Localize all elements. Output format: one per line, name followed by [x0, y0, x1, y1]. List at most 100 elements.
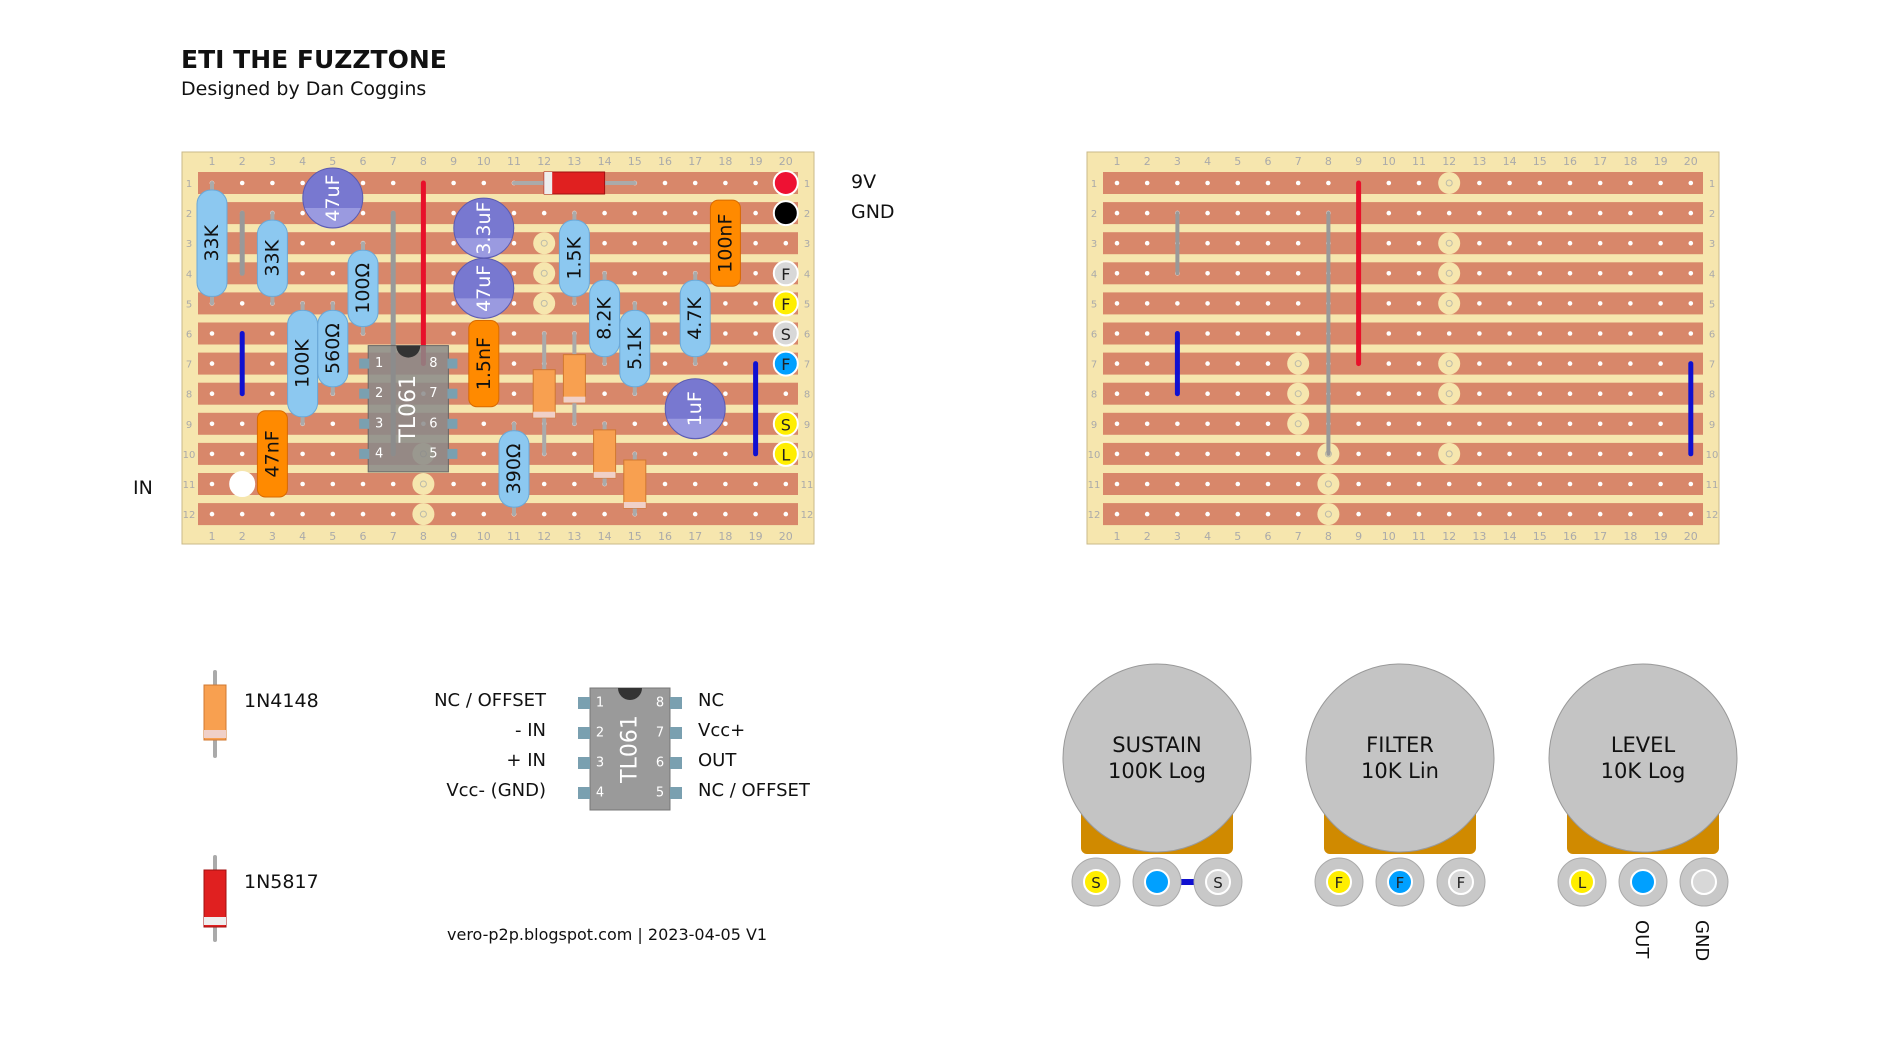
board-hole — [451, 331, 456, 336]
board-hole — [1628, 451, 1633, 457]
track-cut — [1438, 352, 1461, 375]
film-capacitor-body — [468, 320, 500, 408]
board-hole — [541, 511, 547, 517]
board-hole — [1597, 481, 1603, 487]
board-hole — [270, 180, 275, 186]
pot-lug-letter: F — [1335, 874, 1344, 892]
column-label-bottom: 5 — [329, 530, 336, 543]
track-cut — [1438, 172, 1461, 194]
column-label-top: 9 — [450, 155, 457, 168]
row-label-left: 11 — [183, 480, 196, 491]
board-hole — [1114, 481, 1120, 487]
legend-1n5817-body — [203, 869, 227, 928]
pot-lug-pad — [1387, 869, 1413, 895]
resistor-body — [558, 219, 590, 297]
pad-filter-ccw — [772, 260, 799, 287]
board-hole — [662, 210, 668, 216]
board-hole — [360, 210, 366, 216]
board-hole — [572, 451, 577, 457]
pot-lug-pad — [1691, 869, 1717, 895]
board-hole — [1416, 331, 1422, 336]
board-hole — [1477, 361, 1482, 366]
row-label-right: 4 — [1709, 269, 1715, 280]
board-hole — [451, 240, 456, 246]
track-cut — [533, 292, 556, 315]
board-hole — [330, 511, 336, 517]
board-hole — [1265, 210, 1271, 216]
electrolytic-capacitor-stripe — [304, 208, 361, 228]
pad-gnd — [772, 200, 799, 227]
board-hole — [1416, 511, 1422, 517]
copper-strip — [1103, 442, 1703, 465]
pot-lug-letter: F — [1396, 874, 1405, 892]
board-hole — [662, 511, 668, 517]
resistor-value: 560Ω — [322, 323, 344, 374]
board-hole — [1144, 391, 1150, 397]
resistor-value: 8.2K — [594, 297, 616, 340]
board-hole — [1507, 391, 1512, 397]
board-hole — [1537, 391, 1543, 397]
board-hole — [723, 361, 728, 366]
column-label-top: 15 — [1533, 155, 1547, 168]
board-hole — [783, 391, 789, 397]
board-hole — [1265, 301, 1271, 306]
pad-sustain-ccw-letter: S — [781, 325, 791, 344]
board-hole — [1386, 511, 1392, 517]
board-hole — [1235, 421, 1241, 427]
board-hole — [1567, 180, 1573, 186]
column-label-bottom: 11 — [507, 530, 521, 543]
board-hole — [1205, 240, 1210, 246]
track-cut-hole — [540, 299, 548, 307]
board-hole — [1628, 391, 1633, 397]
board-hole — [692, 481, 698, 487]
row-label-right: 5 — [804, 299, 810, 310]
board-hole — [511, 331, 517, 336]
board-hole — [753, 511, 758, 517]
column-label-bottom: 2 — [239, 530, 246, 543]
board-hole — [451, 511, 456, 517]
board-hole — [270, 331, 275, 336]
board-hole — [451, 301, 456, 306]
pot-value: 10K Log — [1601, 759, 1686, 783]
ic-pin-number: 3 — [596, 756, 604, 771]
board-hole — [1688, 271, 1694, 276]
board-hole — [1295, 451, 1301, 457]
column-label-top: 8 — [420, 155, 427, 168]
film-capacitor-value: 100nF — [714, 214, 736, 273]
column-label-top: 10 — [1382, 155, 1396, 168]
board-hole — [1295, 481, 1301, 487]
board-hole — [360, 511, 366, 517]
board-hole — [451, 210, 456, 216]
board-hole — [1265, 451, 1271, 457]
board-hole — [1688, 240, 1694, 246]
legend-diodes — [203, 670, 227, 942]
ic-pin — [578, 787, 590, 799]
track-cut-hole — [1294, 390, 1302, 398]
track-cut-hole — [419, 510, 427, 518]
column-label-bottom: 17 — [688, 530, 702, 543]
pot-lug-pad — [1630, 869, 1656, 895]
ic-pin2-label: - IN — [515, 720, 546, 741]
row-label-left: 7 — [1091, 360, 1097, 371]
ic-pin — [670, 697, 682, 709]
board-hole — [1386, 271, 1392, 276]
ic-pin-number: 8 — [429, 356, 437, 371]
board-hole — [662, 180, 668, 186]
resistor-body — [317, 309, 349, 388]
column-label-top: 5 — [1234, 155, 1241, 168]
board-hole — [1386, 331, 1392, 336]
ic-pin — [578, 727, 590, 739]
column-label-top: 14 — [598, 155, 612, 168]
board-hole — [1235, 240, 1241, 246]
ic-notch — [396, 345, 421, 358]
board-hole — [451, 180, 456, 186]
board-hole — [1477, 240, 1482, 246]
column-label-top: 17 — [1593, 155, 1607, 168]
pot-knob-sustain — [1062, 663, 1252, 853]
board-hole — [1235, 391, 1241, 397]
row-label-left: 6 — [1091, 330, 1097, 341]
electrolytic-capacitor-stripe — [455, 238, 512, 258]
board-hole — [1507, 451, 1512, 457]
board-hole — [1628, 271, 1633, 276]
board-hole — [511, 271, 517, 276]
